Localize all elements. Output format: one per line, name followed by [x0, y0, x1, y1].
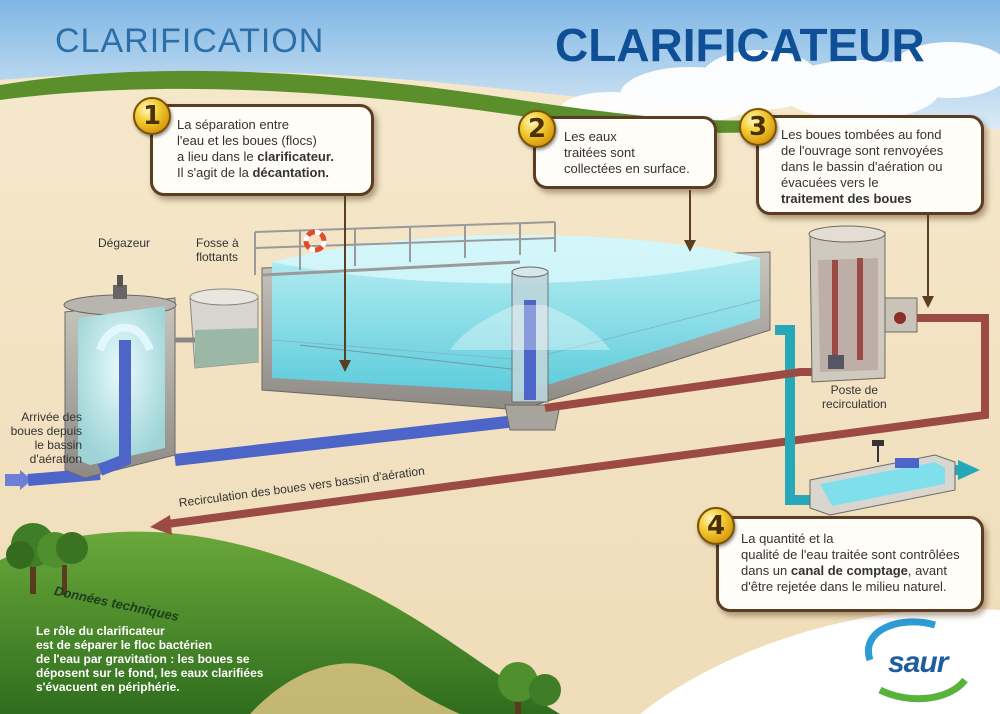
callout-step-1-text: La séparation entre l'eau et les boues (… [177, 117, 359, 181]
technical-hill [0, 531, 560, 714]
callout-step-4-text: La quantité et la qualité de l'eau trait… [741, 531, 971, 595]
tree-icon [498, 662, 561, 714]
poste-recirculation-tank [808, 225, 886, 383]
label-degazeur: Dégazeur [98, 236, 151, 250]
recirculation-arrow-icon [150, 515, 172, 535]
canal-comptage [809, 440, 956, 516]
callout-step-4: La quantité et la qualité de l'eau trait… [716, 516, 984, 612]
label-poste-recirculation: Poste de recirculation [822, 383, 887, 411]
fosse-flottants-tank [175, 288, 259, 369]
technical-text: Le rôle du clarificateur est de séparer … [36, 624, 264, 694]
callout-text-run: La séparation entre l'eau et les boues (… [177, 117, 317, 164]
inflow-pipe [174, 414, 526, 466]
label-fosse-flottants: Fosse à flottants [196, 236, 239, 264]
section-title: CLARIFICATION [55, 22, 325, 60]
page-title: CLARIFICATEUR [555, 19, 925, 71]
pump-icon [884, 297, 918, 333]
label-arrivee-boues: Arrivée des boues depuis le bassin d'aér… [10, 410, 82, 466]
callout-text-run: Les boues tombées au fond de l'ouvrage s… [781, 127, 944, 190]
callout-text-run: canal de comptage [790, 563, 908, 578]
step-badge-1: 1 [133, 97, 171, 135]
callout-text-run: clarificateur. [257, 149, 334, 164]
callout-text-run: traitement des boues [781, 191, 912, 206]
callout-text-run: décantation. [252, 165, 330, 180]
step-badge-3: 3 [739, 108, 777, 146]
callout-step-3: Les boues tombées au fond de l'ouvrage s… [756, 115, 984, 215]
outflow-arrow-icon [958, 460, 980, 480]
tree-icon [6, 523, 88, 595]
saur-logo-icon [864, 618, 968, 703]
degazeur-tank [63, 275, 177, 479]
callout-step-2-text: Les eaux traitées sont collectées en sur… [564, 129, 702, 177]
callout-step-2: Les eaux traitées sont collectées en sur… [533, 116, 717, 189]
callout-text-run: , avant d'être rejetée dans le milieu na… [741, 563, 947, 594]
step-badge-4: 4 [697, 507, 735, 545]
callout-step-1: La séparation entre l'eau et les boues (… [150, 104, 374, 196]
callout-text-run: Il s'agit de la [177, 165, 249, 180]
saur-logo: saur [888, 646, 948, 679]
step-badge-2: 2 [518, 110, 556, 148]
treated-water-pipe [775, 325, 810, 505]
callout-step-3-text: Les boues tombées au fond de l'ouvrage s… [781, 127, 971, 207]
callout-text-run: Les eaux traitées sont collectées en sur… [564, 129, 690, 176]
clarifier-basin [254, 221, 771, 431]
inflow-arrow-icon [20, 470, 32, 490]
callout-text-run: La quantité et la qualité de l'eau trait… [741, 531, 960, 578]
